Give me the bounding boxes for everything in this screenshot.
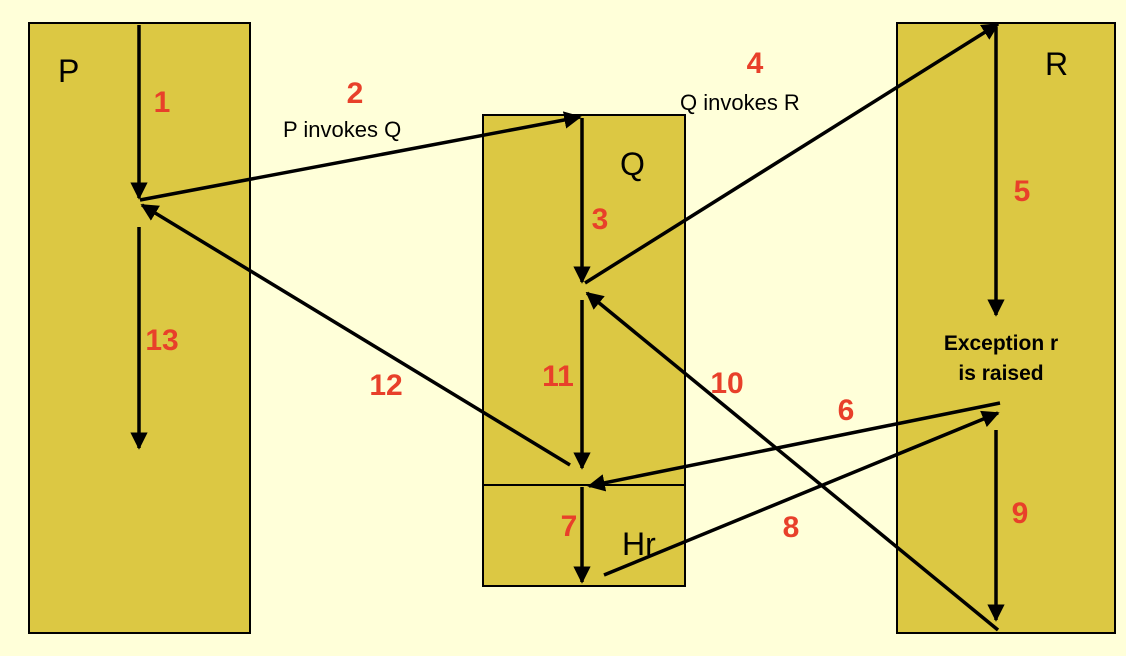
arrow-step-2 <box>139 111 582 202</box>
caption-exception-line-2: is raised <box>958 362 1043 385</box>
box-label-p: P <box>58 53 79 89</box>
step-number-10: 10 <box>710 367 743 400</box>
arrow-step-12 <box>140 203 571 467</box>
step-number-5: 5 <box>1014 175 1031 208</box>
procedure-r-box <box>896 22 1116 634</box>
step-number-9: 9 <box>1012 497 1029 530</box>
step-number-11: 11 <box>542 360 574 393</box>
step-number-13: 13 <box>145 324 178 357</box>
step-number-6: 6 <box>838 394 855 427</box>
step-number-7: 7 <box>561 510 578 543</box>
step-number-8: 8 <box>783 511 800 544</box>
step-number-2: 2 <box>347 77 364 110</box>
box-label-handler: Hr <box>622 526 656 562</box>
step-number-4: 4 <box>747 47 764 80</box>
box-label-r: R <box>1045 46 1068 82</box>
step-number-3: 3 <box>592 203 609 236</box>
caption-q-invokes-r: Q invokes R <box>680 90 800 115</box>
arrow-step-6 <box>587 401 1001 492</box>
procedure-q-box <box>482 114 686 587</box>
arrow-step-8 <box>603 410 1000 577</box>
arrow-step-10 <box>585 291 1000 632</box>
caption-exception-line-1: Exception r <box>944 332 1058 355</box>
box-label-q: Q <box>620 146 645 182</box>
arrow-step-4 <box>584 22 1000 285</box>
caption-p-invokes-q: P invokes Q <box>283 117 401 142</box>
step-number-12: 12 <box>369 369 402 402</box>
step-number-1: 1 <box>154 86 171 119</box>
